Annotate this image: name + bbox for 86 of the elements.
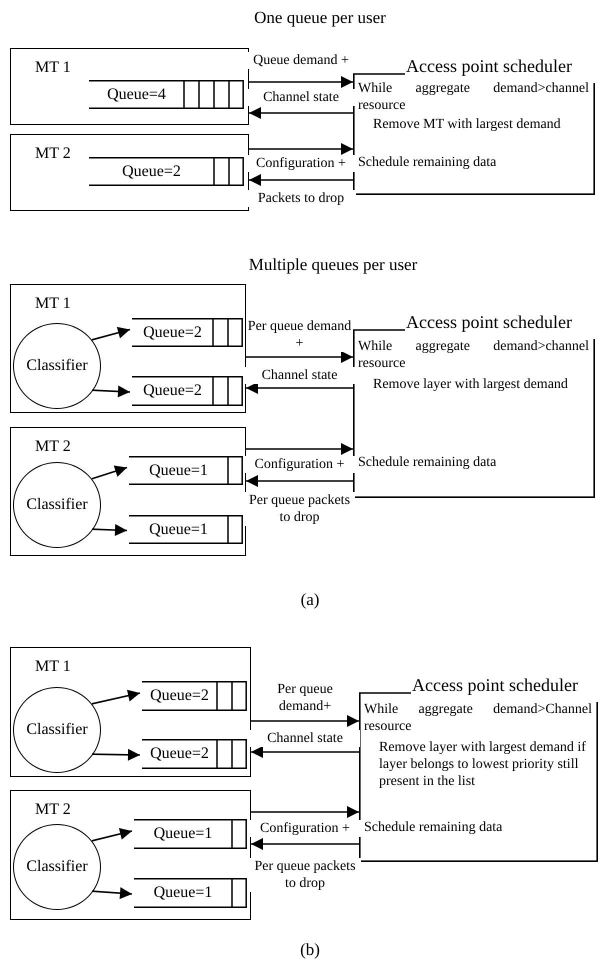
panel-caption: (a) — [300, 590, 320, 610]
terminal-box — [10, 790, 251, 920]
edge-label: Channel state — [250, 730, 360, 747]
arrow — [251, 715, 359, 727]
arrow — [246, 443, 353, 455]
queue-label: Queue=2 — [142, 382, 203, 400]
classifier-label: Classifier — [26, 357, 88, 375]
queue-buffer — [129, 456, 243, 485]
panel-title: Multiple queues per user — [248, 255, 418, 275]
queue-buffer — [134, 819, 247, 849]
queue-label: Queue=2 — [149, 745, 210, 763]
arrow — [246, 351, 353, 363]
queue-buffer — [132, 376, 243, 406]
classifier-label: Classifier — [26, 496, 88, 514]
arrow — [92, 748, 140, 761]
queue-label: Queue=1 — [148, 520, 209, 538]
scheduler-step: Remove layer with largest demand if layer belongs to lowest priority still present in the list — [379, 739, 592, 790]
edge-label: Per queue packets to drop — [249, 858, 361, 892]
arrow — [92, 385, 130, 398]
terminal-label: MT 2 — [35, 145, 71, 163]
arrow — [249, 76, 353, 88]
queue-label: Queue=1 — [148, 462, 209, 480]
arrow — [246, 475, 353, 487]
terminal-box — [10, 48, 249, 125]
scheduler-step: Remove MT with largest demand — [373, 116, 589, 133]
scheduler-step: Schedule remaining data — [358, 154, 589, 171]
terminal-box — [10, 647, 251, 777]
scheduler-heading: Access point scheduler — [406, 312, 572, 332]
terminal-box — [10, 134, 249, 211]
arrow — [251, 746, 359, 758]
edge-label: Per queue demand + — [248, 318, 352, 352]
queue-buffer — [142, 681, 247, 711]
arrow — [92, 887, 132, 900]
scheduler-heading: Access point scheduler — [406, 56, 572, 76]
classifier-label: Classifier — [26, 721, 88, 739]
queue-label: Queue=4 — [106, 86, 167, 104]
edge-label: Configuration + — [246, 155, 356, 172]
terminal-label: MT 2 — [35, 438, 71, 456]
panel-caption: (b) — [300, 940, 320, 960]
arrow — [92, 465, 128, 480]
edge-label: Configuration + — [249, 820, 361, 837]
arrow — [92, 524, 128, 536]
arrow — [246, 382, 353, 394]
scheduler-step: While aggregate demand>channel resource — [358, 80, 589, 114]
terminal-box — [10, 284, 246, 413]
arrow — [251, 838, 359, 850]
arrow — [92, 828, 132, 842]
queue-label: Queue=2 — [121, 162, 182, 180]
queue-buffer — [89, 80, 244, 109]
arrow — [92, 326, 130, 341]
scheduler-step: Schedule remaining data — [364, 819, 592, 836]
edge-label: Channel state — [246, 89, 356, 106]
classifier-circle — [13, 462, 101, 548]
classifier-circle — [13, 323, 101, 409]
classifier-circle — [13, 824, 101, 910]
queue-buffer — [132, 318, 243, 347]
queue-label: Queue=1 — [152, 825, 214, 843]
scheduler-step: Schedule remaining data — [358, 454, 589, 471]
queue-buffer — [89, 157, 244, 186]
queue-label: Queue=1 — [152, 884, 214, 902]
classifier-circle — [13, 687, 101, 773]
edge-label: Per queue packets to drop — [244, 492, 354, 526]
terminal-box — [10, 427, 246, 556]
terminal-label: MT 1 — [35, 295, 71, 313]
edge-label: Packets to drop — [246, 190, 356, 207]
terminal-label: MT 1 — [35, 59, 71, 77]
arrow — [249, 107, 353, 119]
classifier-label: Classifier — [26, 858, 88, 876]
arrow — [249, 143, 353, 155]
arrow — [249, 174, 353, 186]
scheduler-heading: Access point scheduler — [412, 675, 578, 695]
queue-label: Queue=2 — [149, 687, 210, 705]
edge-label: Configuration + — [244, 456, 354, 473]
scheduler-step: Remove layer with largest demand — [373, 376, 589, 393]
scheduler-step: While aggregate demand>Channel resource — [364, 701, 592, 735]
panel-title: One queue per user — [254, 8, 386, 28]
queue-buffer — [142, 739, 247, 769]
terminal-label: MT 2 — [35, 801, 71, 819]
queue-label: Queue=2 — [142, 324, 203, 342]
terminal-label: MT 1 — [35, 658, 71, 676]
arrow — [251, 806, 359, 818]
queue-buffer — [129, 515, 243, 544]
scheduler-step: While aggregate demand>channel resource — [358, 338, 589, 372]
arrow — [92, 690, 140, 705]
edge-label: Channel state — [244, 367, 354, 384]
queue-buffer — [134, 878, 247, 908]
